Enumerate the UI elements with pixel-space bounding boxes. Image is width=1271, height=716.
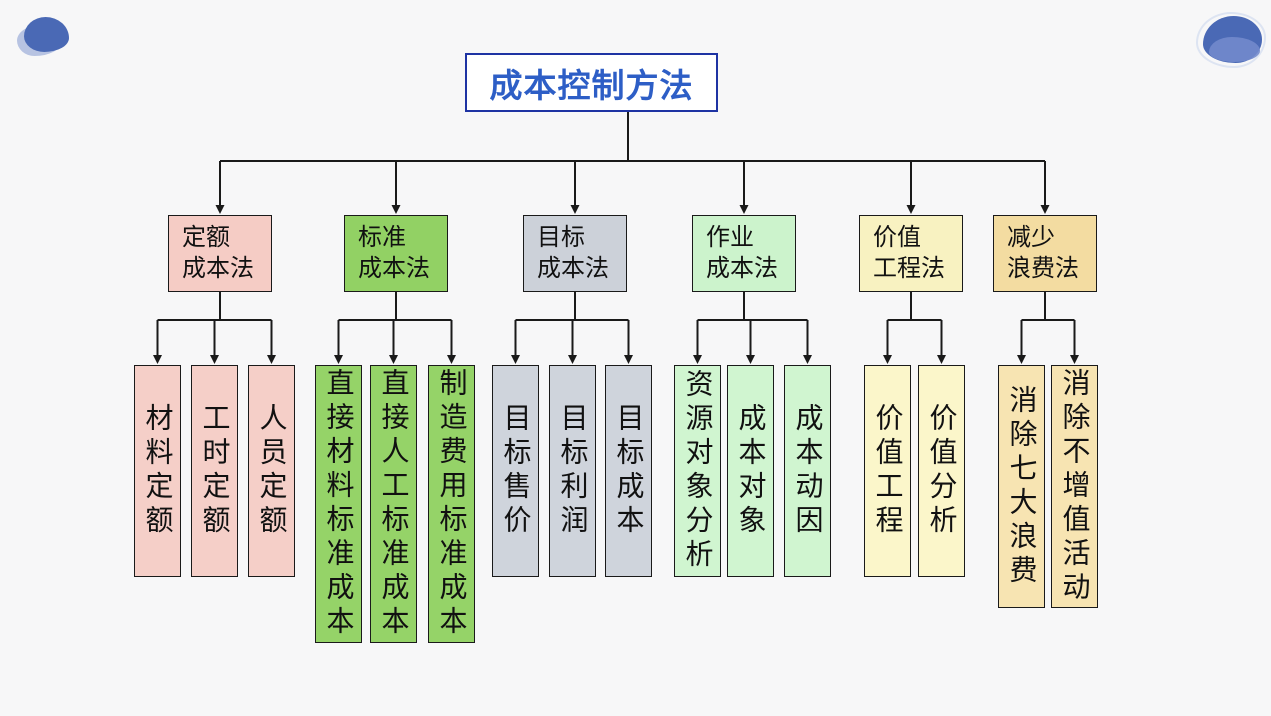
leaf-box-cost-object: 成本对象 <box>727 365 774 577</box>
leaf-box-material-quota: 材料定额 <box>134 365 181 577</box>
decorative-blob-left <box>24 17 69 52</box>
decorative-blob-right-ring <box>1196 12 1266 68</box>
leaf-box-value-analysis: 价值分析 <box>918 365 965 577</box>
leaf-box-target-price: 目标售价 <box>492 365 539 577</box>
leaf-box-eliminate-non-value-activities: 消除不增值活动 <box>1051 365 1098 608</box>
branch-box-activity-based-costing: 作业 成本法 <box>692 215 796 292</box>
decorative-blob-right-highlight <box>1209 37 1260 62</box>
branch-box-standard-costing: 标准 成本法 <box>344 215 448 292</box>
leaf-box-value-engineering: 价值工程 <box>864 365 911 577</box>
branch-box-quota-costing: 定额 成本法 <box>168 215 272 292</box>
leaf-box-personnel-quota: 人员定额 <box>248 365 295 577</box>
leaf-box-overhead-standard-cost: 制造费用标准成本 <box>428 365 475 643</box>
leaf-box-cost-driver: 成本动因 <box>784 365 831 577</box>
branch-box-target-costing: 目标 成本法 <box>523 215 627 292</box>
root-box-cost-control-methods: 成本控制方法 <box>465 53 718 112</box>
leaf-box-direct-labor-standard-cost: 直接人工标准成本 <box>370 365 417 643</box>
leaf-box-target-cost: 目标成本 <box>605 365 652 577</box>
leaf-box-labor-hour-quota: 工时定额 <box>191 365 238 577</box>
branch-box-waste-reduction: 减少 浪费法 <box>993 215 1097 292</box>
branch-box-value-engineering: 价值 工程法 <box>859 215 963 292</box>
leaf-box-direct-material-standard-cost: 直接材料标准成本 <box>315 365 362 643</box>
leaf-box-target-profit: 目标利润 <box>549 365 596 577</box>
leaf-box-eliminate-seven-wastes: 消除七大浪费 <box>998 365 1045 608</box>
leaf-box-resource-object-analysis: 资源对象分析 <box>674 365 721 577</box>
